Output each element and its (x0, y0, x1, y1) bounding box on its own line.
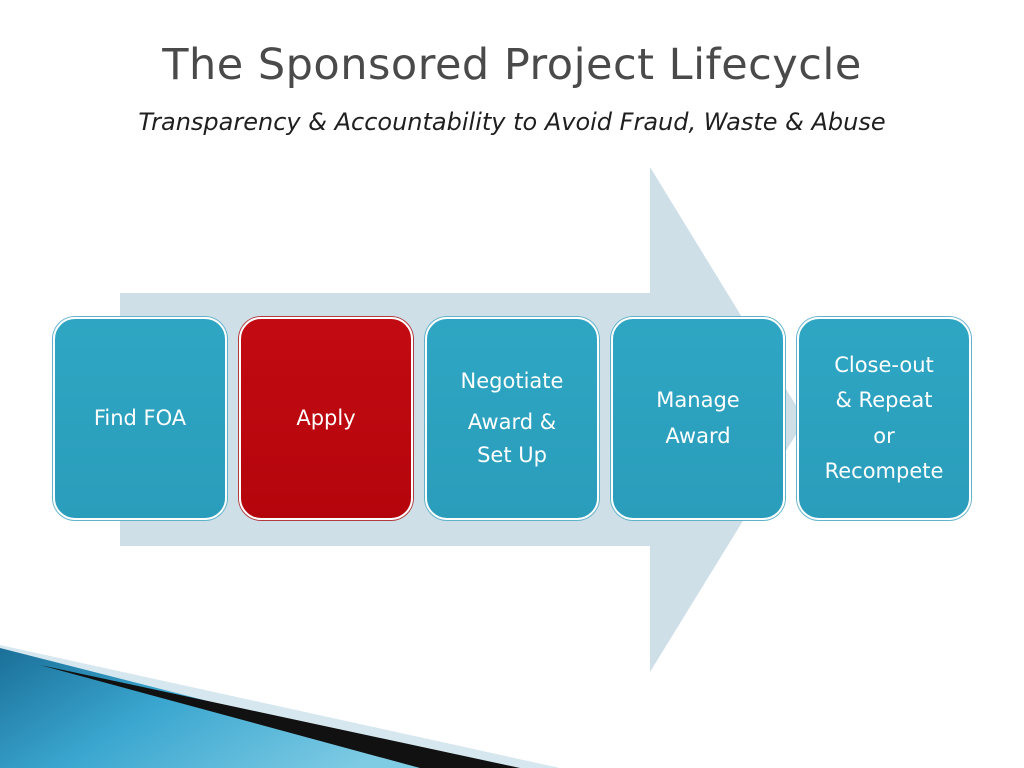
stage-label: Set Up (477, 443, 547, 468)
stage-label: Find FOA (93, 405, 187, 430)
stage-manage-award: Manage Award (611, 317, 785, 520)
stage-label: or (873, 423, 895, 448)
stage-closeout-repeat-recompete: Close-out & Repeat or Recompete (797, 317, 971, 520)
stage-label: Close-out (834, 352, 934, 377)
stage-label: Award & (467, 409, 557, 434)
stage-label: Apply (296, 405, 356, 430)
stage-label: Recompete (824, 458, 944, 483)
slide-title: The Sponsored Project Lifecycle (162, 40, 862, 90)
stage-label: Manage (656, 388, 740, 413)
corner-dark-stripe (40, 665, 520, 768)
stage-label: & Repeat (835, 388, 933, 413)
stage-negotiate-award-setup: Negotiate Award & Set Up (425, 317, 599, 520)
slide-subtitle: Transparency & Accountability to Avoid F… (138, 108, 886, 136)
stage-apply: Apply (239, 317, 413, 520)
stage-label: Negotiate (460, 369, 564, 394)
stage-find-foa: Find FOA (53, 317, 227, 520)
stage-label: Award (665, 423, 731, 448)
